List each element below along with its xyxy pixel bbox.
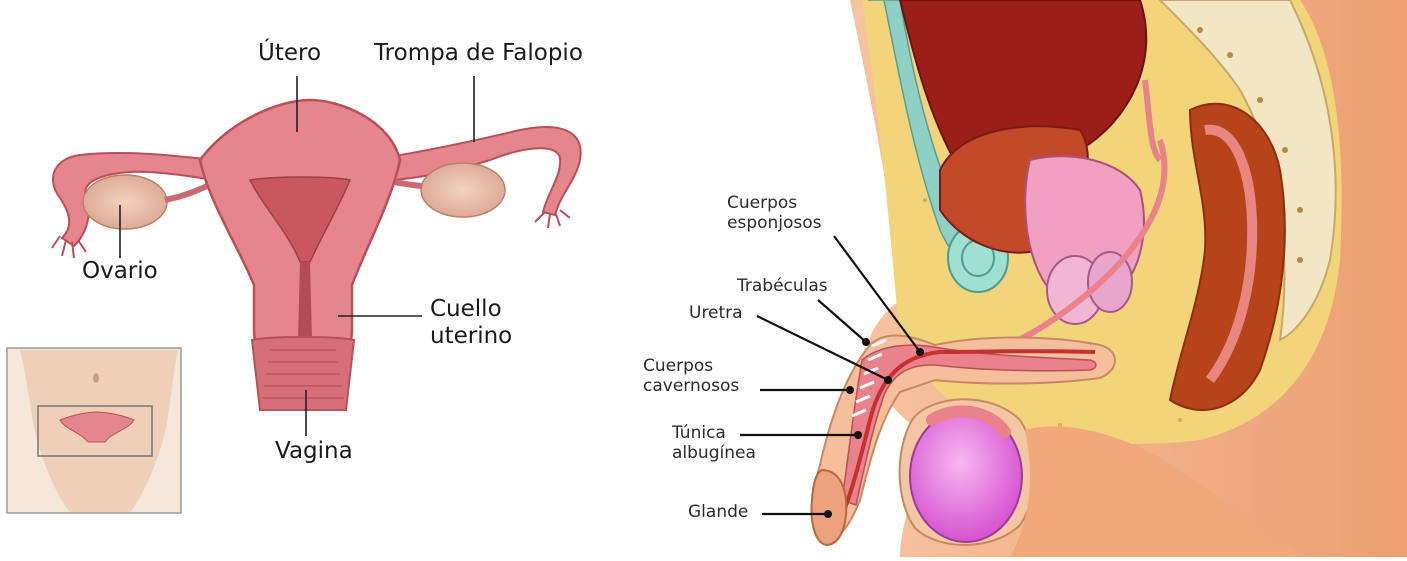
- cervical-canal: [298, 262, 312, 340]
- label-cuerpos-esponjosos-line2: esponjosos: [727, 213, 822, 233]
- label-cuerpos-esponjosos-line1: Cuerpos: [727, 193, 822, 213]
- dot-glande: [824, 510, 832, 518]
- label-trompa-de-falopio: Trompa de Falopio: [374, 40, 583, 67]
- label-cuerpos-esponjosos: Cuerpos esponjosos: [727, 193, 822, 233]
- dot-cuerpos-esponjosos: [916, 348, 924, 356]
- label-cuello-line2: uterino: [430, 323, 512, 350]
- label-cuello-line1: Cuello: [430, 296, 512, 323]
- label-ovario: Ovario: [82, 258, 158, 285]
- label-trabeculas: Trabéculas: [737, 276, 828, 296]
- label-glande: Glande: [688, 502, 748, 522]
- leader-trabeculas: [818, 300, 866, 342]
- label-cuerpos-cavernosos: Cuerpos cavernosos: [643, 356, 739, 396]
- label-tunica-line1: Túnica: [672, 423, 756, 443]
- label-tunica-line2: albugínea: [672, 443, 756, 463]
- dot-tunica: [854, 431, 862, 439]
- dot-cuerpos-cavernosos: [846, 386, 854, 394]
- male-reproductive-diagram: [740, 0, 1407, 557]
- left-ovary: [83, 175, 167, 229]
- label-cuerpos-cavernosos-line2: cavernosos: [643, 376, 739, 396]
- right-ovary: [421, 163, 505, 217]
- label-utero: Útero: [258, 40, 321, 67]
- label-uretra: Uretra: [689, 303, 743, 323]
- dot-trabeculas: [862, 338, 870, 346]
- label-vagina: Vagina: [275, 438, 353, 465]
- glans: [812, 470, 847, 545]
- inset-torso: [7, 348, 181, 513]
- label-tunica-albuginea: Túnica albugínea: [672, 423, 756, 463]
- label-cuello-uterino: Cuello uterino: [430, 296, 512, 350]
- label-cuerpos-cavernosos-line1: Cuerpos: [643, 356, 739, 376]
- dot-uretra: [884, 376, 892, 384]
